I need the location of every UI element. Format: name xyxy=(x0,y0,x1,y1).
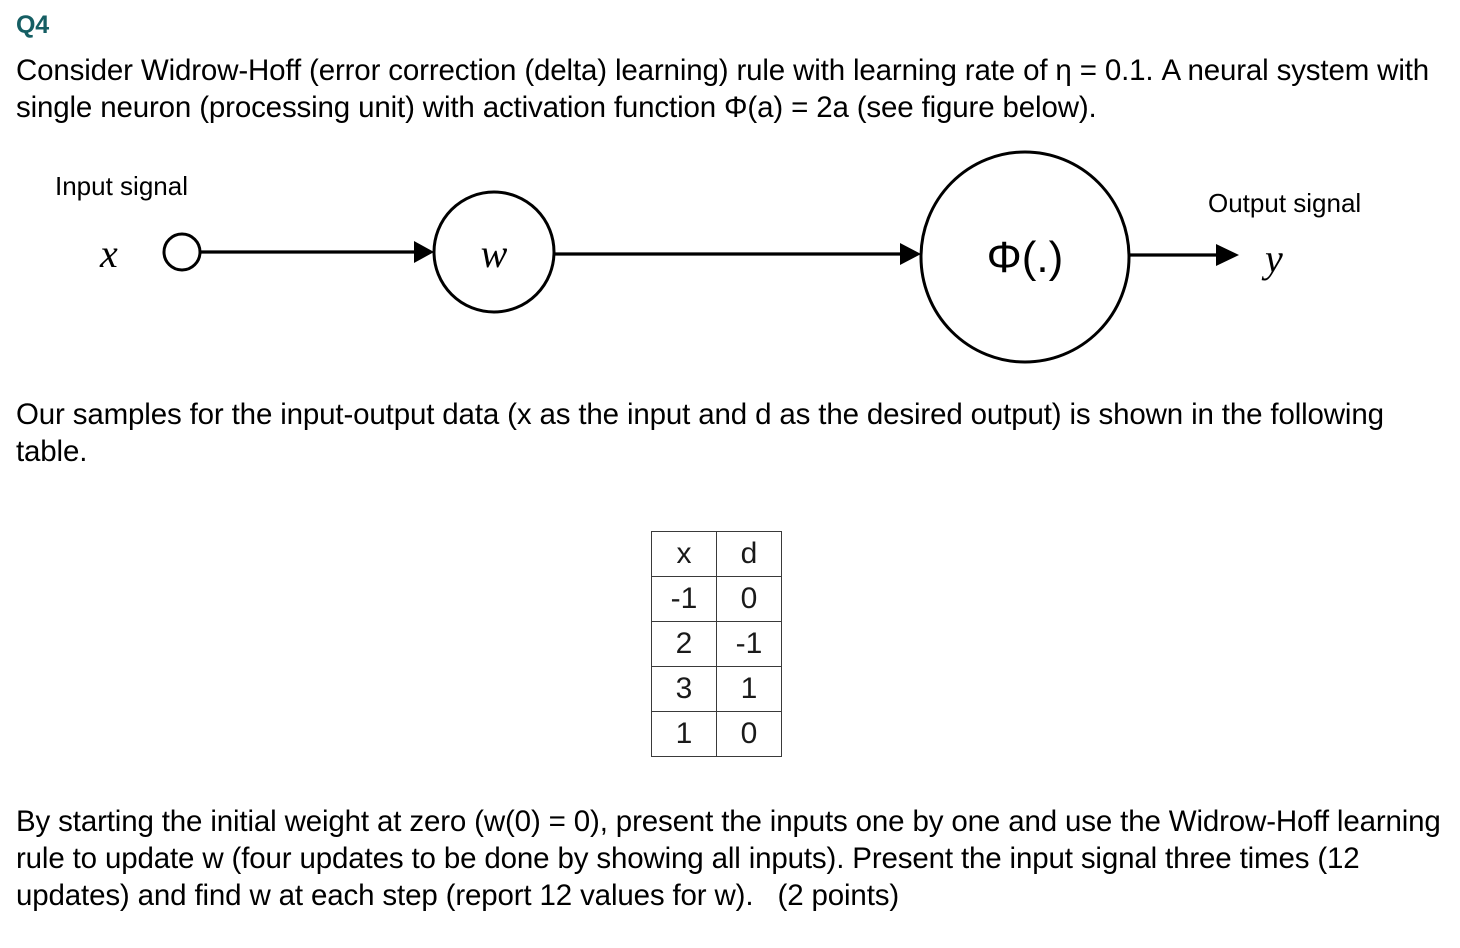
intro-paragraph: Consider Widrow-Hoff (error correction (… xyxy=(16,54,1438,124)
table-cell-x: 2 xyxy=(651,621,717,667)
input-node-circle xyxy=(162,232,202,272)
activation-to-output-arrowhead xyxy=(1216,244,1239,266)
table-cell-x: -1 xyxy=(651,576,717,622)
table-header-x: x xyxy=(651,531,717,577)
weight-node-circle xyxy=(432,190,556,314)
table-cell-x: 3 xyxy=(651,666,717,712)
table-row: 2 -1 xyxy=(651,621,782,667)
input-variable-x: x xyxy=(99,231,118,276)
table-row: -1 0 xyxy=(651,576,782,622)
table-cell-d: -1 xyxy=(716,621,782,667)
activation-node-label: Φ(.) xyxy=(987,233,1064,282)
input-output-table: x d -1 0 2 -1 3 1 1 0 xyxy=(651,531,782,757)
task-paragraph: By starting the initial weight at zero (… xyxy=(16,805,1449,912)
output-variable-y: y xyxy=(1261,236,1283,281)
table-body: x d -1 0 2 -1 3 1 1 0 xyxy=(651,531,782,757)
table-cell-x: 1 xyxy=(651,711,717,757)
table-cell-d: 0 xyxy=(716,576,782,622)
page-title: Q4 xyxy=(16,11,49,39)
table-row: 1 0 xyxy=(651,711,782,757)
table-header-row: x d xyxy=(651,531,782,577)
samples-paragraph: Our samples for the input-output data (x… xyxy=(16,398,1392,468)
input-to-weight-arrowhead xyxy=(414,241,434,263)
weight-node-label: w xyxy=(481,231,508,276)
input-signal-label: Input signal xyxy=(55,171,188,201)
activation-node-circle xyxy=(919,150,1131,364)
table-header-d: d xyxy=(716,531,782,577)
neuron-diagram: Input signal x w Φ(.) Output signal xyxy=(0,150,1460,390)
output-signal-label: Output signal xyxy=(1208,188,1361,218)
table-cell-d: 0 xyxy=(716,711,782,757)
table-row: 3 1 xyxy=(651,666,782,712)
table-cell-d: 1 xyxy=(716,666,782,712)
weight-to-activation-arrowhead xyxy=(900,243,921,265)
